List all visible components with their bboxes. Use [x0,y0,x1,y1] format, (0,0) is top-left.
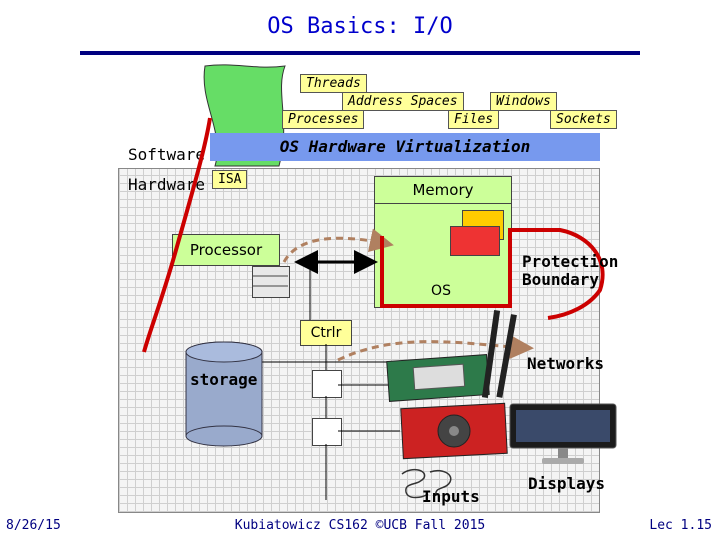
inputs-icon [401,468,452,499]
displays-label: Displays [528,474,606,493]
address-spaces-label: Address Spaces [342,92,464,111]
os-hardware-virtualization-bar: OS Hardware Virtualization [210,133,600,161]
networks-label: Networks [527,354,605,373]
memory-segment-red [450,226,500,256]
footer-lecture: Lec 1.15 [649,518,712,533]
memory-label: Memory [374,176,512,204]
windows-label: Windows [490,92,557,111]
protection-boundary-line2: Boundary [522,270,600,289]
device-box-1 [312,370,342,398]
threads-label: Threads [300,74,367,93]
displays-icon [509,403,617,464]
hardware-label: Hardware [128,175,206,194]
software-label: Software [128,145,206,164]
footer-course: Kubiatowicz CS162 ©UCB Fall 2015 [234,518,486,533]
files-label: Files [448,110,500,129]
isa-label: ISA [212,170,248,189]
processor-registers [252,266,290,298]
storage-cylinder [185,341,263,447]
network-card-icon [386,310,517,402]
processor-label: Processor [172,234,280,266]
title-rule [80,51,640,55]
device-box-2 [312,418,342,446]
sockets-label: Sockets [550,110,617,129]
inputs-label: Inputs [422,487,480,506]
os-label: OS [431,283,451,299]
storage-label: storage [190,370,258,389]
footer-date: 8/26/15 [6,518,61,533]
graphics-card-icon [400,402,508,460]
slide-title: OS Basics: I/O [267,14,453,39]
protection-boundary-line1: Protection [522,252,619,271]
processes-label: Processes [282,110,365,129]
